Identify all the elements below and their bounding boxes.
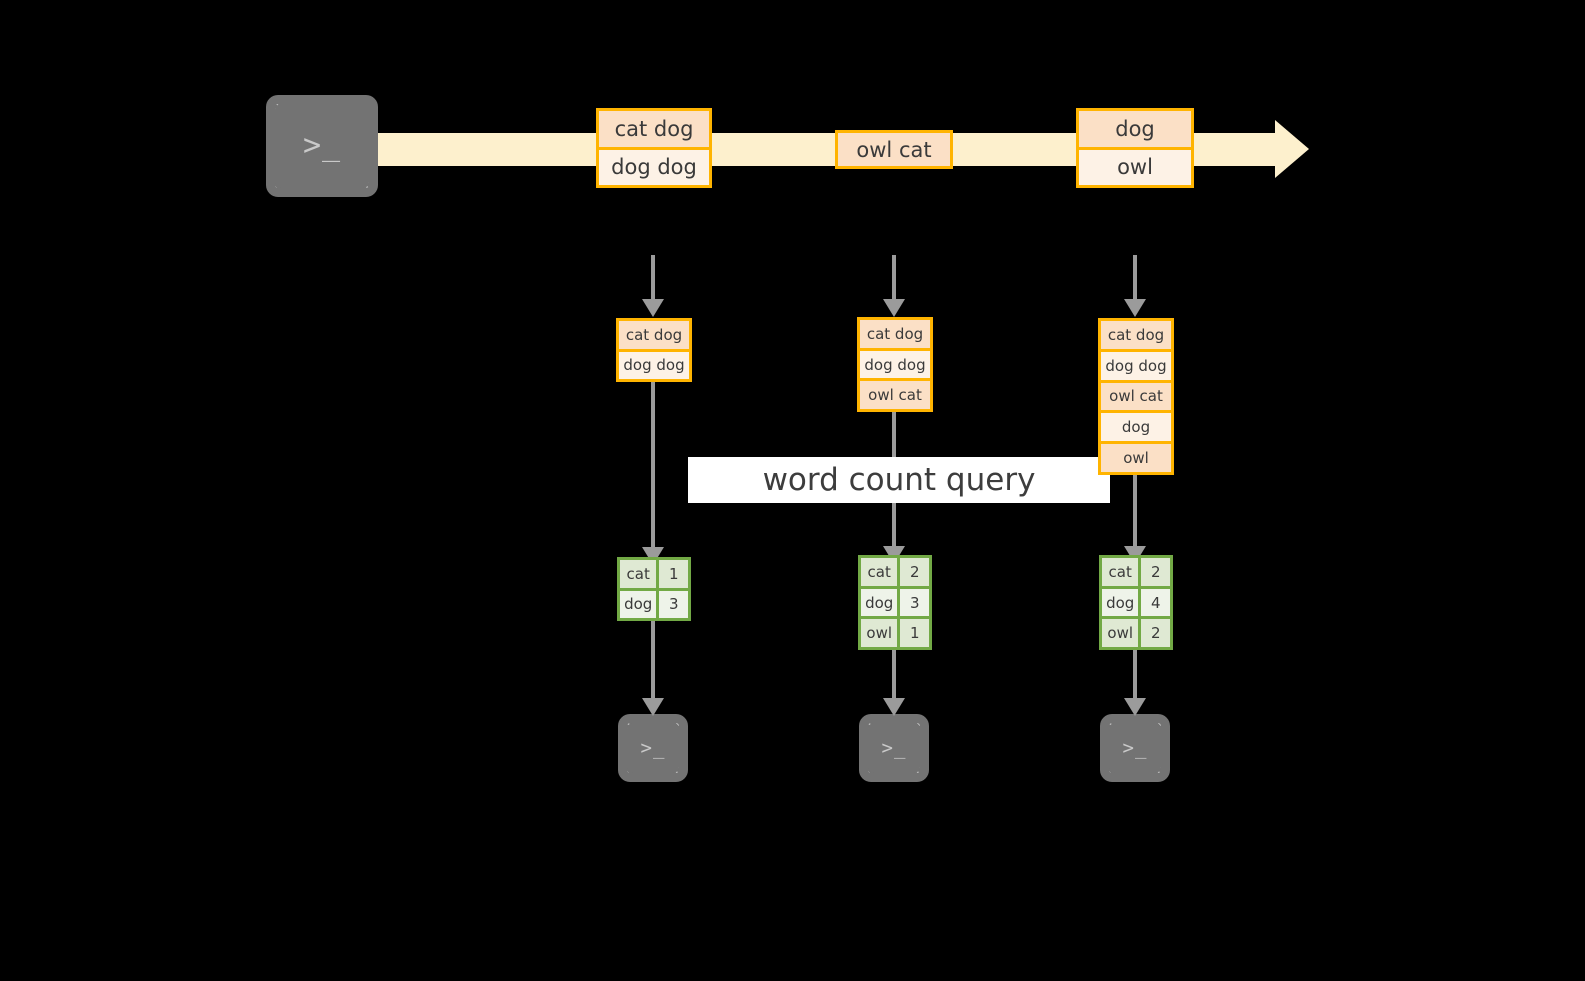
result-count: 2 <box>1141 619 1170 648</box>
result-row: owl 2 <box>1102 616 1170 648</box>
result-word: dog <box>1102 588 1142 617</box>
snapshot-input-row: cat dog <box>619 321 689 349</box>
source-terminal[interactable]: >_ <box>266 95 378 197</box>
result-count: 1 <box>900 619 929 648</box>
stream-to-snapshot-2-arrow <box>879 255 909 317</box>
query-label: word count query <box>762 462 1036 498</box>
snapshot-input-row: dog dog <box>619 348 689 379</box>
result-word: cat <box>620 560 660 588</box>
result-word: dog <box>861 588 901 617</box>
snapshot-2-sink-terminal[interactable]: >_ <box>859 714 929 782</box>
terminal-prompt-icon: >_ <box>302 128 342 163</box>
stream-event: owl <box>1079 146 1191 185</box>
stream-event: cat dog <box>599 111 709 147</box>
snapshot-input-row: owl <box>1101 441 1171 472</box>
result-word: owl <box>861 619 901 648</box>
snapshot-input-row: dog dog <box>860 347 930 379</box>
query-label-band: word count query <box>688 457 1110 503</box>
result-row: owl 1 <box>861 616 929 648</box>
result-count: 2 <box>900 558 929 586</box>
result-count: 4 <box>1141 588 1170 617</box>
result-row: dog 3 <box>620 587 688 618</box>
result-count: 1 <box>659 560 688 588</box>
terminal-prompt-icon: >_ <box>1122 736 1148 759</box>
sink-terminal-body: >_ <box>627 723 679 773</box>
snapshot-1-sink-terminal[interactable]: >_ <box>618 714 688 782</box>
snapshot-3-query-arrow <box>1120 475 1150 564</box>
result-word: cat <box>861 558 901 586</box>
result-row: dog 4 <box>1102 585 1170 617</box>
result-count: 3 <box>900 588 929 617</box>
snapshot-3-result-table[interactable]: cat 2 dog 4 owl 2 <box>1099 555 1173 650</box>
snapshot-input-row: dog <box>1101 410 1171 442</box>
snapshot-2-input-table[interactable]: cat dog dog dog owl cat <box>857 317 933 412</box>
stream-to-snapshot-1-arrow <box>638 255 668 317</box>
result-row: cat 1 <box>620 560 688 588</box>
stream-event: dog dog <box>599 146 709 185</box>
snapshot-input-row: cat dog <box>1101 321 1171 349</box>
snapshot-1-sink-arrow <box>638 621 668 716</box>
stream-event: dog <box>1079 111 1191 147</box>
snapshot-3-input-table[interactable]: cat dog dog dog owl cat dog owl <box>1098 318 1174 475</box>
result-count: 3 <box>659 590 688 618</box>
stream-group-2[interactable]: owl cat <box>835 130 953 169</box>
snapshot-1-result-table[interactable]: cat 1 dog 3 <box>617 557 691 621</box>
snapshot-input-row: owl cat <box>860 378 930 410</box>
snapshot-1-input-table[interactable]: cat dog dog dog <box>616 318 692 382</box>
event-stream-arrowhead <box>1275 120 1309 178</box>
snapshot-input-row: owl cat <box>1101 379 1171 411</box>
stream-group-3[interactable]: dog owl <box>1076 108 1194 188</box>
sink-terminal-body: >_ <box>868 723 920 773</box>
result-count: 2 <box>1141 558 1170 586</box>
snapshot-2-result-table[interactable]: cat 2 dog 3 owl 1 <box>858 555 932 650</box>
result-word: cat <box>1102 558 1142 586</box>
snapshot-2-sink-arrow <box>879 650 909 716</box>
result-row: cat 2 <box>1102 558 1170 586</box>
source-terminal-body: >_ <box>275 104 369 188</box>
result-word: owl <box>1102 619 1142 648</box>
stream-group-1[interactable]: cat dog dog dog <box>596 108 712 188</box>
sink-terminal-body: >_ <box>1109 723 1161 773</box>
stream-to-snapshot-3-arrow <box>1120 255 1150 317</box>
snapshot-1-query-arrow <box>638 382 668 565</box>
snapshot-input-row: dog dog <box>1101 348 1171 380</box>
stream-event: owl cat <box>838 133 950 166</box>
terminal-prompt-icon: >_ <box>640 736 666 759</box>
terminal-prompt-icon: >_ <box>881 736 907 759</box>
snapshot-3-sink-terminal[interactable]: >_ <box>1100 714 1170 782</box>
result-row: cat 2 <box>861 558 929 586</box>
result-word: dog <box>620 590 660 618</box>
snapshot-3-sink-arrow <box>1120 650 1150 716</box>
snapshot-input-row: cat dog <box>860 320 930 348</box>
result-row: dog 3 <box>861 585 929 617</box>
